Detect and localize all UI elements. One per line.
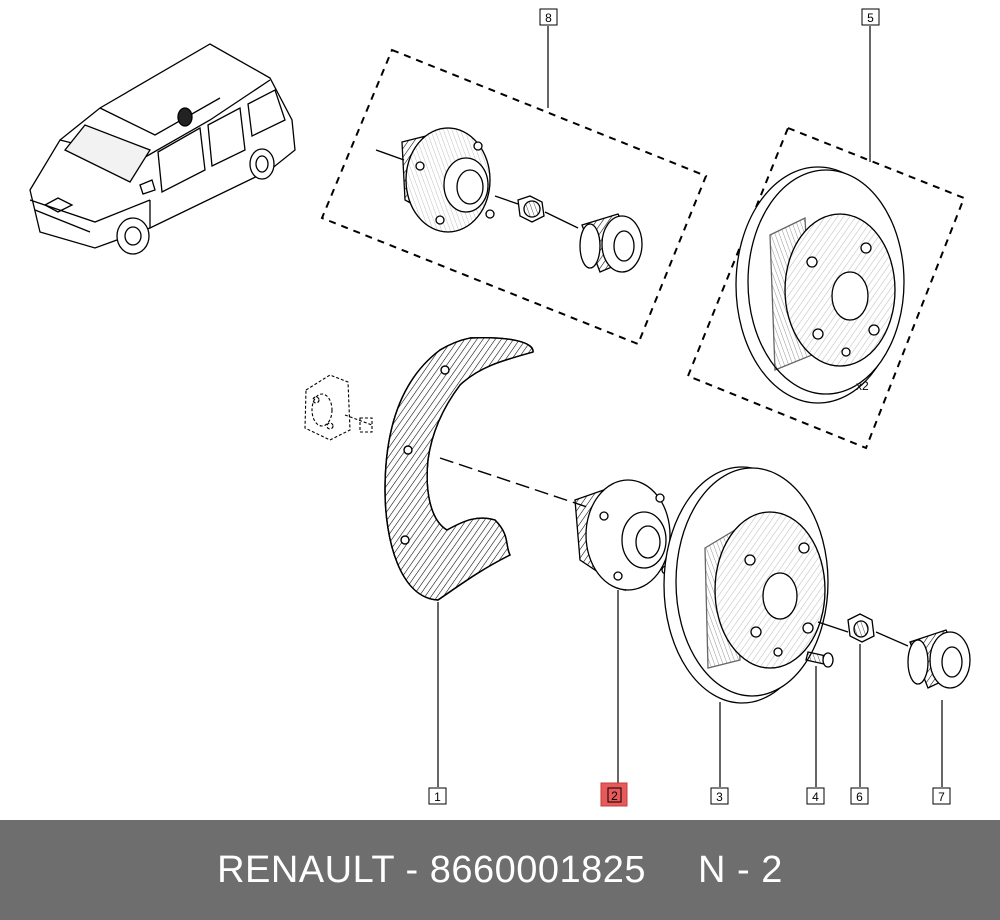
callout-1-label: 1 xyxy=(434,790,441,804)
exploded-parts-diagram: x2 xyxy=(29,8,971,807)
hub-kit-nut xyxy=(494,195,579,229)
disc-pair-box: x2 xyxy=(686,126,966,450)
part-number-footer: RENAULT - 8660001825 N - 2 xyxy=(0,820,1000,920)
callout-2[interactable]: 2 xyxy=(600,782,628,807)
callout-7[interactable]: 7 xyxy=(932,787,951,805)
callout-2-label: 2 xyxy=(611,789,618,803)
hub-kit-box xyxy=(320,48,708,346)
hub-kit-hub xyxy=(375,127,495,233)
brake-disc xyxy=(663,466,849,704)
assembly-axis-line xyxy=(439,457,591,509)
callout-8[interactable]: 8 xyxy=(539,8,558,26)
disc-pair-disc xyxy=(735,166,905,404)
callout-6[interactable]: 6 xyxy=(850,787,869,805)
wheel-bearing xyxy=(907,629,971,689)
backing-plate xyxy=(384,337,534,601)
stub-axle-bracket xyxy=(304,374,373,441)
callout-4-label: 4 xyxy=(812,790,819,804)
brand-part-number: RENAULT - 8660001825 xyxy=(217,848,647,891)
leader-lines xyxy=(437,26,943,787)
callout-5-label: 5 xyxy=(867,11,874,25)
hub-kit-bearing xyxy=(579,213,643,273)
callout-1[interactable]: 1 xyxy=(428,787,447,805)
callout-3-label: 3 xyxy=(716,790,723,804)
position-number: N - 2 xyxy=(698,848,783,891)
wheel-hub xyxy=(574,479,691,592)
callout-4[interactable]: 4 xyxy=(806,787,825,805)
callout-7-label: 7 xyxy=(938,790,945,804)
quantity-label: x2 xyxy=(856,379,869,393)
callout-5[interactable]: 5 xyxy=(861,8,880,26)
callout-6-label: 6 xyxy=(856,790,863,804)
vehicle-illustration xyxy=(29,43,296,255)
hub-nut xyxy=(847,613,909,647)
callout-3[interactable]: 3 xyxy=(710,787,729,805)
callout-8-label: 8 xyxy=(545,11,552,25)
wheel-bolt xyxy=(805,651,834,668)
